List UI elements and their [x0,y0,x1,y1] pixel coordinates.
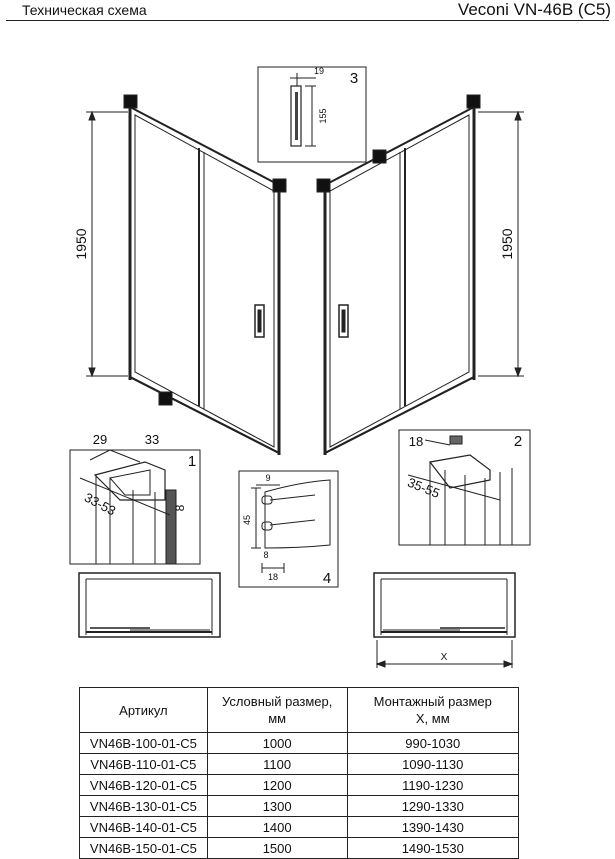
right-door-panel [323,104,476,455]
table-row: VN46B-130-01-C5 1300 1290-1330 [79,795,520,817]
cell-mounting: 1090-1130 [346,753,520,775]
cell-mounting: 990-1030 [346,732,520,754]
detail-1-dim-c: 8 [173,504,187,511]
cell-nominal: 1200 [206,774,348,796]
detail-2-label: 2 [514,433,522,450]
plan-view-right: X [373,572,516,668]
detail-2-dim-range: 35-55 [405,475,441,501]
callout-2-right: 2 [321,181,327,192]
detail-3-width: 19 [314,66,324,76]
cell-nominal: 1000 [206,732,348,754]
detail-3-height: 155 [318,108,328,123]
header-article: Артикул [79,687,208,733]
detail-2-profile: 2 18 35-55 [398,429,531,546]
detail-2-dim-a: 18 [409,434,423,449]
left-door-panel [128,104,281,455]
header-left-title: Техническая схема [22,2,147,18]
detail-1-dim-b: 33 [145,432,159,447]
header-mounting-size: Монтажный размер X, мм [346,687,520,733]
detail-4-dim-mid: 8 [263,550,268,560]
right-height-dimension: 1950 [478,110,524,378]
detail-4-label: 4 [323,570,331,587]
detail-1-dim-range: 33-53 [82,490,118,519]
cell-article: VN46B-100-01-C5 [79,732,208,754]
cell-article: VN46B-120-01-C5 [79,774,208,796]
detail-4-dim-height: 45 [242,515,252,525]
door-callouts: 1 2 4 1 2 4 [123,94,481,406]
cell-mounting: 1190-1230 [346,774,520,796]
cell-nominal: 1100 [206,753,348,775]
table-row: VN46B-100-01-C5 1000 990-1030 [79,732,520,754]
left-height-dimension: 1950 [73,110,128,378]
header-right-title: Veconi VN-46B (C5) [457,0,611,19]
callout-4-left: 4 [163,394,169,405]
cell-nominal: 1400 [206,816,348,838]
cell-nominal: 1300 [206,795,348,817]
right-height-label: 1950 [499,228,515,259]
detail-4-roller: 4 9 45 8 18 [238,470,339,588]
plan-view-left [78,572,221,638]
detail-3-label: 3 [350,70,358,87]
cell-article: VN46B-150-01-C5 [79,837,208,859]
table-row: VN46B-120-01-C5 1200 1190-1230 [79,774,520,796]
technical-drawing: 1950 1950 1 2 4 1 2 4 3 19 155 [69,66,531,668]
cell-mounting: 1490-1530 [346,837,520,859]
cell-mounting: 1290-1330 [346,795,520,817]
detail-4-dim-bottom: 18 [268,572,278,582]
table-header-row: Артикул Условный размер, мм Монтажный ра… [79,687,520,733]
callout-1-left: 1 [128,97,134,108]
left-height-label: 1950 [73,228,89,259]
plan-dimension-x: X [441,652,448,663]
header-divider [6,20,609,21]
callout-1-right: 1 [471,97,477,108]
cell-article: VN46B-110-01-C5 [79,753,208,775]
detail-1-profile: 1 29 33 33-53 8 [69,432,201,565]
table-row: VN46B-110-01-C5 1100 1090-1130 [79,753,520,775]
detail-4-dim-top: 9 [265,473,270,483]
cell-article: VN46B-130-01-C5 [79,795,208,817]
cell-nominal: 1500 [206,837,348,859]
callout-2-left: 2 [277,181,283,192]
cell-mounting: 1390-1430 [346,816,520,838]
cell-article: VN46B-140-01-C5 [79,816,208,838]
right-door-handle [338,304,349,338]
table-row: VN46B-140-01-C5 1400 1390-1430 [79,816,520,838]
table-row: VN46B-150-01-C5 1500 1490-1530 [79,837,520,859]
header-nominal-size: Условный размер, мм [206,687,348,733]
detail-1-label: 1 [188,453,196,470]
callout-4-right: 4 [377,152,383,163]
left-door-handle [254,304,265,338]
detail-3-handle: 3 19 155 [257,66,367,163]
detail-1-dim-a: 29 [93,432,107,447]
specification-table: Артикул Условный размер, мм Монтажный ра… [79,687,520,859]
